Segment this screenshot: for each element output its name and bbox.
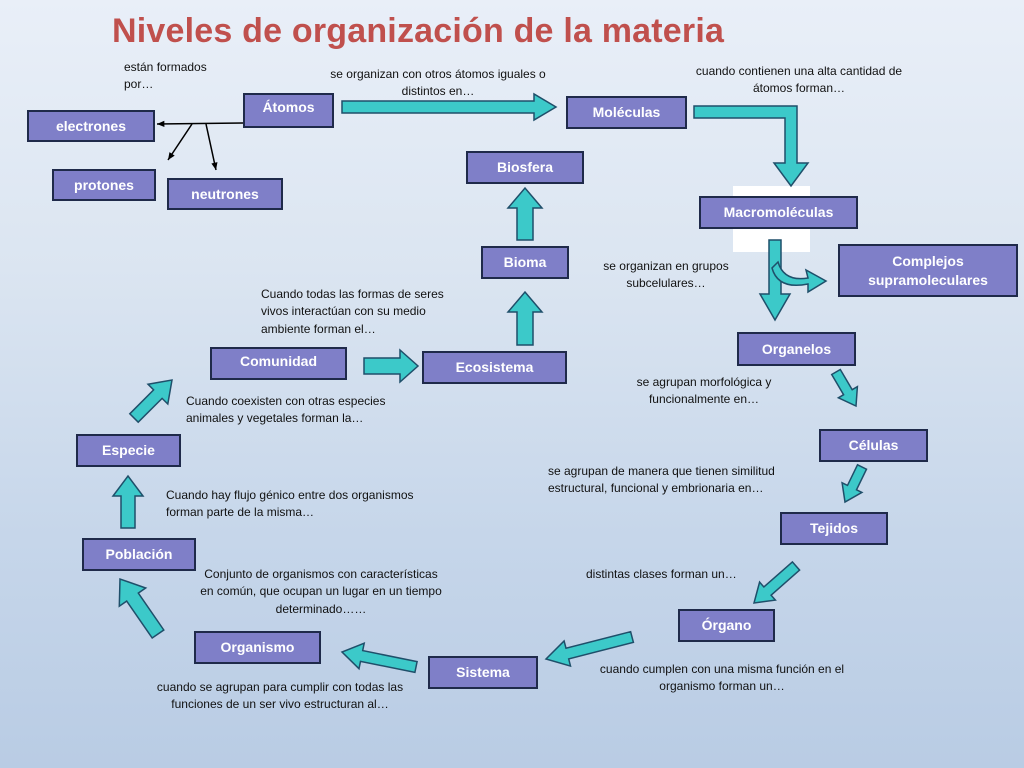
box-biosfera: Biosfera xyxy=(466,151,584,184)
note-cumplir: cuando se agrupan para cumplir con todas… xyxy=(156,680,404,712)
box-organelos: Organelos xyxy=(737,332,856,366)
note-organizan-atomos: se organizan con otros átomos iguales o … xyxy=(330,67,546,99)
arrow-especie-comunidad xyxy=(128,379,173,424)
box-complejos: Complejos supramoleculares xyxy=(838,244,1018,297)
arrow-ecosistema-bioma xyxy=(506,290,544,346)
box-tejidos: Tejidos xyxy=(780,512,888,545)
note-coexisten: Cuando coexisten con otras especies anim… xyxy=(186,394,386,426)
box-atomos: Átomos xyxy=(243,93,334,128)
note-morfologica: se agrupan morfológica y funcionalmente … xyxy=(636,375,772,407)
arrow-organo-sistema xyxy=(544,630,635,668)
box-organo: Órgano xyxy=(678,609,775,642)
arrow-organelos-celulas xyxy=(830,368,859,408)
arrow-moleculas-macromoleculas xyxy=(693,105,810,188)
box-comunidad: Comunidad xyxy=(210,347,347,380)
arrow-atomos-electrones xyxy=(156,120,244,128)
arrow-celulas-tejidos xyxy=(841,463,868,504)
box-especie: Especie xyxy=(76,434,181,467)
box-bioma: Bioma xyxy=(481,246,569,279)
box-protones: protones xyxy=(52,169,156,201)
note-conjunto: Conjunto de organismos con característic… xyxy=(200,567,442,616)
arrow-macro-complejos xyxy=(771,260,828,294)
arrow-poblacion-especie xyxy=(111,474,145,529)
note-misma-funcion: cuando cumplen con una misma función en … xyxy=(599,662,845,694)
arrow-atomos-protones xyxy=(167,123,193,161)
arrow-bioma-biosfera xyxy=(506,186,544,241)
box-organismo: Organismo xyxy=(194,631,321,664)
arrow-organismo-poblacion xyxy=(118,577,165,640)
box-sistema: Sistema xyxy=(428,656,538,689)
arrow-atomos-neutrones xyxy=(205,123,218,171)
box-macromoleculas: Macromoléculas xyxy=(699,196,858,229)
arrow-atomos-moleculas xyxy=(341,92,558,122)
note-flujo: Cuando hay flujo génico entre dos organi… xyxy=(166,488,414,520)
note-contienen: cuando contienen una alta cantidad de át… xyxy=(695,64,903,96)
note-formados: están formados por… xyxy=(124,60,207,92)
note-similitud: se agrupan de manera que tienen similitu… xyxy=(548,464,775,496)
box-electrones: electrones xyxy=(27,110,155,142)
diagram-title: Niveles de organización de la materia xyxy=(112,12,725,50)
arrow-sistema-organismo xyxy=(340,641,418,674)
box-celulas: Células xyxy=(819,429,928,462)
box-neutrones: neutrones xyxy=(167,178,283,210)
note-seres-vivos: Cuando todas las formas de seres vivos i… xyxy=(261,287,444,336)
arrow-tejidos-organo xyxy=(752,560,801,604)
arrow-macro-organelos xyxy=(758,239,792,322)
note-clases: distintas clases forman un… xyxy=(586,567,737,581)
box-ecosistema: Ecosistema xyxy=(422,351,567,384)
box-moleculas: Moléculas xyxy=(566,96,687,129)
arrow-comunidad-ecosistema xyxy=(363,348,420,384)
box-poblacion: Población xyxy=(82,538,196,571)
note-subcelulares: se organizan en grupos subcelulares… xyxy=(603,259,729,291)
